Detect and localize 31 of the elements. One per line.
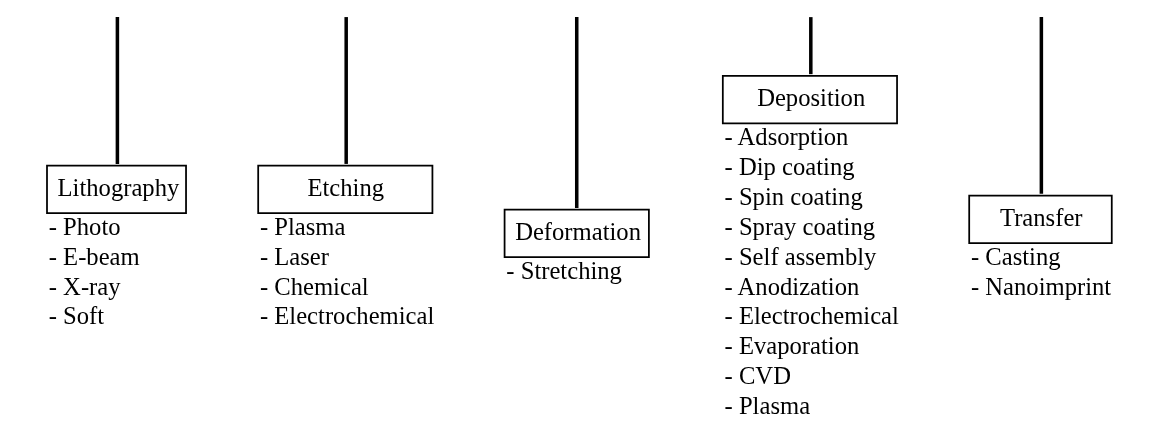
node-label: - Plasma [259, 212, 346, 240]
node-label: - Nanoimprint [970, 272, 1112, 300]
node-label: - Laser [259, 242, 329, 270]
node-box: Deformation [503, 208, 650, 259]
node-label: - Stretching [506, 256, 622, 284]
connector [344, 17, 348, 164]
connector [115, 17, 120, 164]
node-label: - Soft [48, 302, 105, 330]
connector [575, 17, 579, 208]
node-label: - Photo [48, 212, 121, 240]
node-box: Lithography [46, 164, 187, 215]
connector [1039, 17, 1044, 194]
node-label: - Evaporation [724, 332, 860, 360]
node-label: - Dip coating [724, 152, 855, 180]
node-label: - Plasma [724, 392, 811, 420]
node-label: - E-beam [48, 242, 140, 270]
node-label: - Casting [970, 242, 1061, 270]
node-box: Deposition [721, 75, 898, 125]
connector [809, 17, 813, 75]
node-label: - Electrochemical [724, 302, 899, 330]
node-box: Transfer [968, 194, 1113, 244]
node-label: - CVD [724, 362, 791, 390]
node-label: - Self assembly [724, 242, 877, 270]
node-label: - Chemical [259, 272, 369, 300]
node-label: - Anodization [724, 272, 860, 300]
node-box: Etching [257, 164, 434, 215]
node-label: - Adsorption [724, 122, 849, 150]
node-label: - Spray coating [724, 212, 876, 240]
node-label: - Electrochemical [259, 302, 435, 330]
node-label: - Spin coating [724, 182, 863, 210]
node-label: - X-ray [48, 272, 121, 300]
